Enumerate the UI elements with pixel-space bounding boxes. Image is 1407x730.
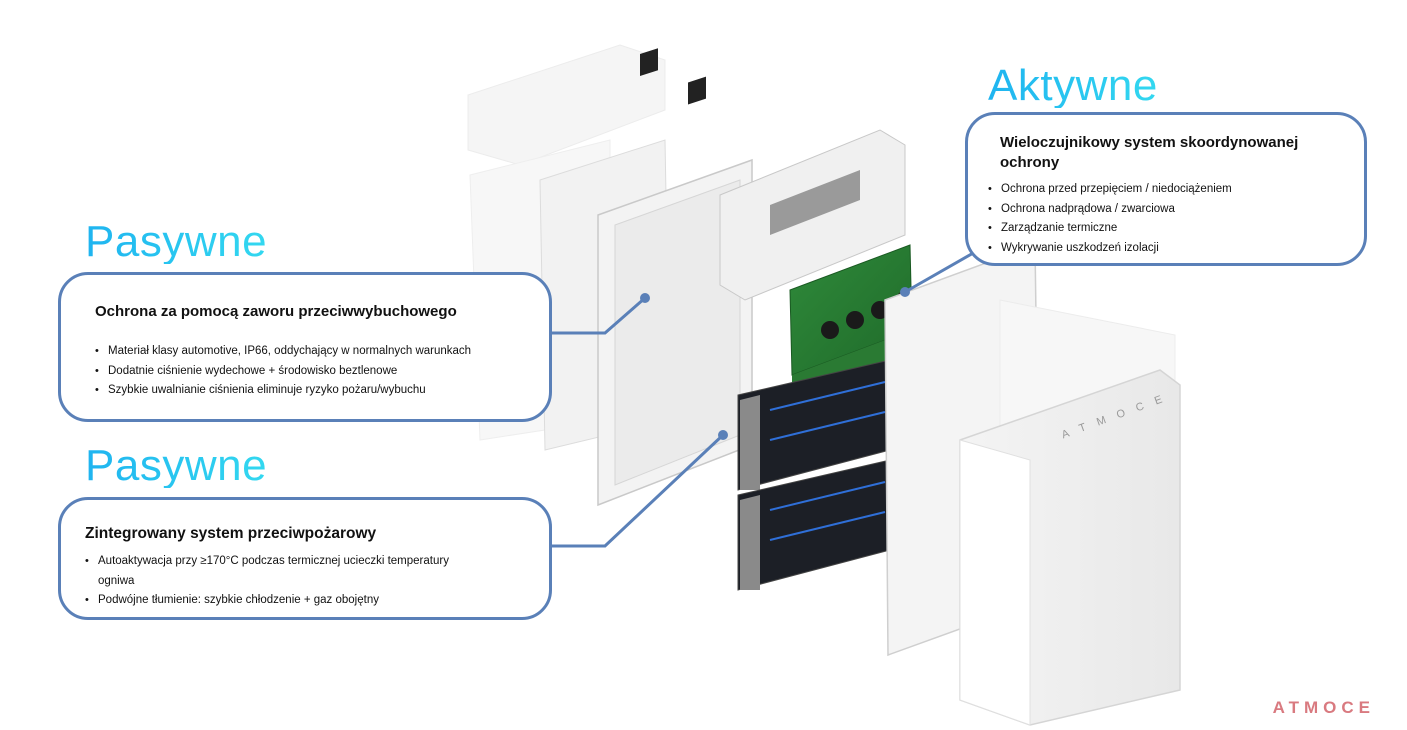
fire-suppression-callout: Zintegrowany system przeciwpożarowy Auto… — [58, 497, 552, 620]
callout-title: Wieloczujnikowy system skoordynowanej oc… — [1000, 134, 1299, 171]
passive-heading-2: Pasywne — [85, 441, 268, 490]
callout-title: Zintegrowany system przeciwpożarowy — [85, 525, 377, 542]
bullet-item: Materiał klasy automotive, IP66, oddycha… — [95, 342, 549, 362]
multi-sensor-callout: Wieloczujnikowy system skoordynowanej oc… — [965, 112, 1367, 266]
bullet-item: Ochrona przed przepięciem / niedociążeni… — [988, 180, 1344, 200]
bullet-item: Podwójne tłumienie: szybkie chłodzenie +… — [85, 591, 485, 611]
bullet-list: Autoaktywacja przy ≥170°C podczas termic… — [85, 552, 485, 611]
explosion-valve-callout: Ochrona za pomocą zaworu przeciwwybuchow… — [58, 272, 552, 422]
callout-title: Ochrona za pomocą zaworu przeciwwybuchow… — [95, 303, 457, 320]
bullet-item: Szybkie uwalnianie ciśnienia eliminuje r… — [95, 381, 549, 401]
bullet-list: Ochrona przed przepięciem / niedociążeni… — [988, 180, 1344, 258]
bullet-list: Materiał klasy automotive, IP66, oddycha… — [95, 342, 549, 401]
bullet-item: Ochrona nadprądowa / zwarciowa — [988, 200, 1344, 220]
bullet-item: Wykrywanie uszkodzeń izolacji — [988, 239, 1344, 259]
atmoce-logo: ATMOCE — [1272, 698, 1375, 717]
bullet-item: Dodatnie ciśnienie wydechowe + środowisk… — [95, 362, 549, 382]
active-heading: Aktywne — [988, 61, 1158, 110]
bullet-item: Zarządzanie termiczne — [988, 219, 1344, 239]
bullet-item: Autoaktywacja przy ≥170°C podczas termic… — [85, 552, 485, 591]
passive-heading-1: Pasywne — [85, 217, 268, 266]
